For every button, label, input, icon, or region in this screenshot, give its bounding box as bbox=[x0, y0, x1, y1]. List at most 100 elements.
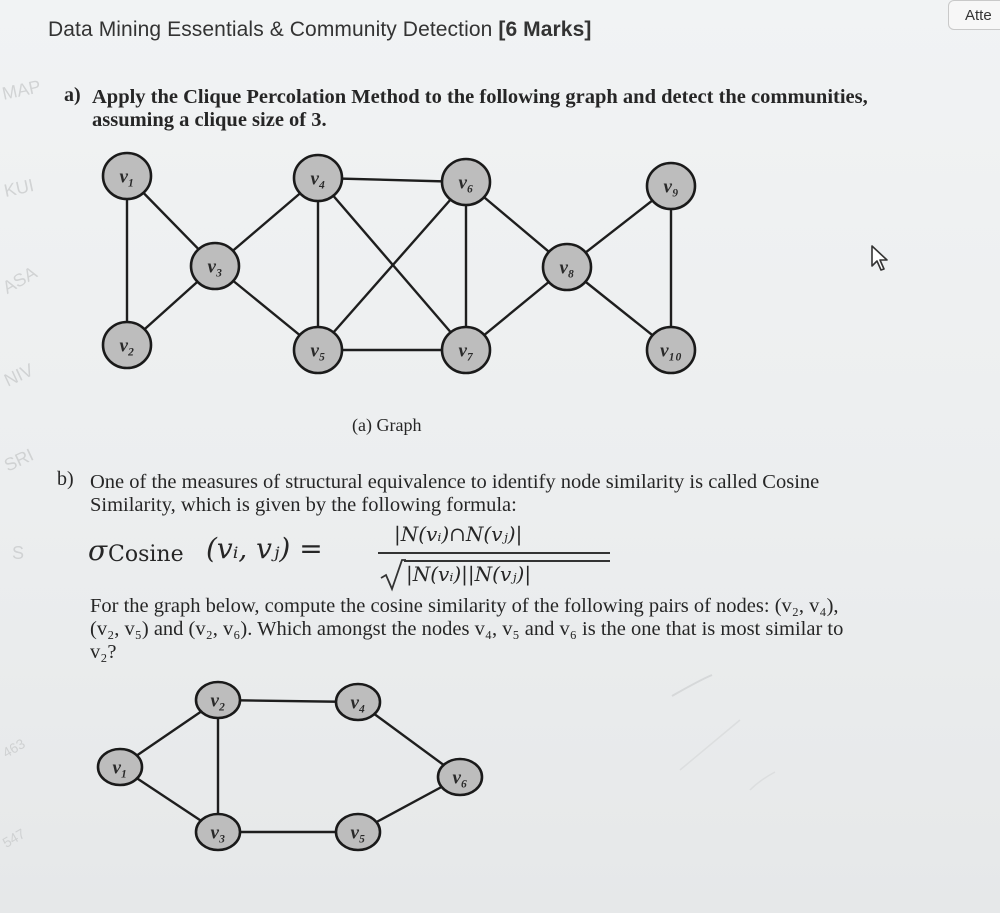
graph-a-node-label: v₁₀ bbox=[660, 341, 682, 362]
graph-a-node-label: v₂ bbox=[119, 336, 134, 357]
watermark-fragment: 547 bbox=[0, 825, 28, 851]
graph-a-node-circle bbox=[292, 325, 344, 375]
mouse-cursor-icon bbox=[871, 245, 888, 271]
graph-a-node-circle bbox=[440, 325, 492, 375]
graph-a-node-v2: v₂ bbox=[101, 320, 153, 370]
graph-a-node-v1: v₁ bbox=[101, 151, 153, 201]
graph-a-edge-v8-v9 bbox=[566, 185, 672, 268]
graph-b-edge-v2-v4 bbox=[217, 698, 359, 704]
graph-b-node-circle bbox=[334, 812, 382, 852]
watermark-fragment: 463 bbox=[0, 735, 28, 761]
graph-b-node-circle bbox=[194, 680, 242, 720]
graph-a-node-circle bbox=[189, 241, 241, 291]
graph-a-node-v9: v₉ bbox=[645, 161, 697, 211]
graph-a-node-circle bbox=[101, 151, 153, 201]
graph-b-node-v1: v₁ bbox=[96, 747, 144, 787]
graph-a-node-v10: v₁₀ bbox=[645, 325, 697, 375]
graph-b-node-v4: v₄ bbox=[334, 682, 382, 722]
graph-b-edge-v4-v6 bbox=[357, 701, 461, 778]
graph-b-node-circle bbox=[334, 682, 382, 722]
graph-b-node-label: v₅ bbox=[350, 823, 365, 844]
graph-b-node-v3: v₃ bbox=[194, 812, 242, 852]
graph-a-node-circle bbox=[440, 157, 492, 207]
graph-b-node-circle bbox=[436, 757, 484, 797]
graph-a-node-circle bbox=[645, 325, 697, 375]
graph-b-edge-v1-v2 bbox=[119, 699, 219, 768]
graph-a-node-label: v₆ bbox=[458, 173, 473, 194]
part-a-question: Apply the Clique Percolation Method to t… bbox=[92, 86, 972, 132]
title-text: Data Mining Essentials & Community Detec… bbox=[48, 18, 493, 41]
graph-a-node-label: v₉ bbox=[663, 177, 678, 198]
graph-b-edge-v1-v3 bbox=[119, 765, 219, 834]
graph-a-node-v3: v₃ bbox=[189, 241, 241, 291]
graph-a-node-label: v₇ bbox=[458, 341, 473, 362]
marks-label: [6 Marks] bbox=[498, 18, 592, 41]
graph-a-node-v4: v₄ bbox=[292, 153, 344, 203]
formula-args: (vᵢ, vⱼ) = bbox=[206, 532, 323, 565]
graph-b-node-v6: v₆ bbox=[436, 757, 484, 797]
graph-b-node-label: v₂ bbox=[210, 691, 225, 712]
graph-a-node-v6: v₆ bbox=[440, 157, 492, 207]
graph-b-node-v2: v₂ bbox=[194, 680, 242, 720]
formula-subscript: Cosine bbox=[108, 542, 184, 567]
watermark-fragment: S bbox=[12, 543, 25, 563]
part-b-question-line-2: (v₂, v₅) and (v₂, v₆). Which amongst the… bbox=[90, 618, 844, 640]
page-title: Data Mining Essentials & Community Detec… bbox=[48, 18, 591, 42]
part-a-label: a) bbox=[64, 84, 81, 106]
graph-a-node-circle bbox=[101, 320, 153, 370]
graph-a-edge-v7-v8 bbox=[465, 266, 568, 351]
graph-a-edge-v6-v8 bbox=[465, 181, 568, 268]
graph-a-edge-v1-v3 bbox=[126, 175, 216, 267]
watermark-fragment: SRI bbox=[0, 444, 37, 476]
graph-b-node-circle bbox=[194, 812, 242, 852]
part-b-intro: One of the measures of structural equiva… bbox=[90, 471, 980, 517]
watermark-fragment: NIV bbox=[0, 359, 37, 391]
cosine-formula: σ Cosine (vᵢ, vⱼ) = |N(vᵢ)∩N(vⱼ)| |N(vᵢ)… bbox=[88, 522, 648, 594]
graph-a-caption: (a) Graph bbox=[352, 415, 422, 435]
formula-denominator: |N(vᵢ)||N(vⱼ)| bbox=[406, 562, 532, 586]
graph-a-node-label: v₅ bbox=[310, 341, 325, 362]
part-b-question-line-3: v₂? bbox=[90, 641, 117, 663]
graph-a-node-label: v₈ bbox=[559, 258, 574, 279]
watermark-fragment: MAP bbox=[0, 76, 43, 104]
graph-a-node-label: v₄ bbox=[310, 169, 325, 190]
graph-a-edge-v8-v10 bbox=[566, 266, 672, 351]
part-a-line-1: Apply the Clique Percolation Method to t… bbox=[92, 86, 868, 108]
graph-a-node-circle bbox=[292, 153, 344, 203]
graph-b-node-label: v₃ bbox=[210, 823, 225, 844]
formula-sigma: σ bbox=[88, 534, 108, 567]
square-root-sign bbox=[380, 559, 406, 592]
attempt-button[interactable]: Atte bbox=[948, 0, 1000, 30]
watermark-fragment: ASA bbox=[0, 262, 41, 298]
graph-a-edge-v3-v5 bbox=[214, 265, 319, 351]
graph-a-node-v8: v₈ bbox=[541, 242, 593, 292]
graph-a-node-circle bbox=[645, 161, 697, 211]
graph-b-edge-v5-v6 bbox=[357, 775, 461, 834]
part-a-line-2: assuming a clique size of 3. bbox=[92, 109, 327, 131]
graph-b-node-v5: v₅ bbox=[334, 812, 382, 852]
part-b-question: For the graph below, compute the cosine … bbox=[90, 595, 990, 664]
graph-b-node-circle bbox=[96, 747, 144, 787]
graph-b-node-label: v₁ bbox=[112, 758, 127, 779]
radical-bar bbox=[404, 560, 610, 562]
graph-a-edge-v4-v6 bbox=[317, 176, 467, 184]
graph-a-edge-v4-v7 bbox=[317, 177, 467, 351]
graph-a-node-circle bbox=[541, 242, 593, 292]
graph-a-node-label: v₃ bbox=[207, 257, 222, 278]
graph-a-node-v5: v₅ bbox=[292, 325, 344, 375]
part-b-question-line-1: For the graph below, compute the cosine … bbox=[90, 595, 839, 617]
fraction-bar bbox=[378, 552, 610, 554]
formula-numerator: |N(vᵢ)∩N(vⱼ)| bbox=[394, 522, 523, 546]
graph-a-node-label: v₁ bbox=[119, 167, 134, 188]
graph-a-edge-v3-v4 bbox=[214, 177, 319, 267]
graph-b-node-label: v₄ bbox=[350, 693, 365, 714]
part-b-label: b) bbox=[57, 468, 74, 490]
graph-a-edge-v2-v3 bbox=[126, 265, 216, 346]
graph-a-edge-v5-v6 bbox=[317, 181, 467, 351]
graph-a-node-v7: v₇ bbox=[440, 325, 492, 375]
graph-b-node-label: v₆ bbox=[452, 768, 467, 789]
part-b-line-1: One of the measures of structural equiva… bbox=[90, 471, 820, 493]
part-b-line-2: Similarity, which is given by the follow… bbox=[90, 494, 517, 516]
